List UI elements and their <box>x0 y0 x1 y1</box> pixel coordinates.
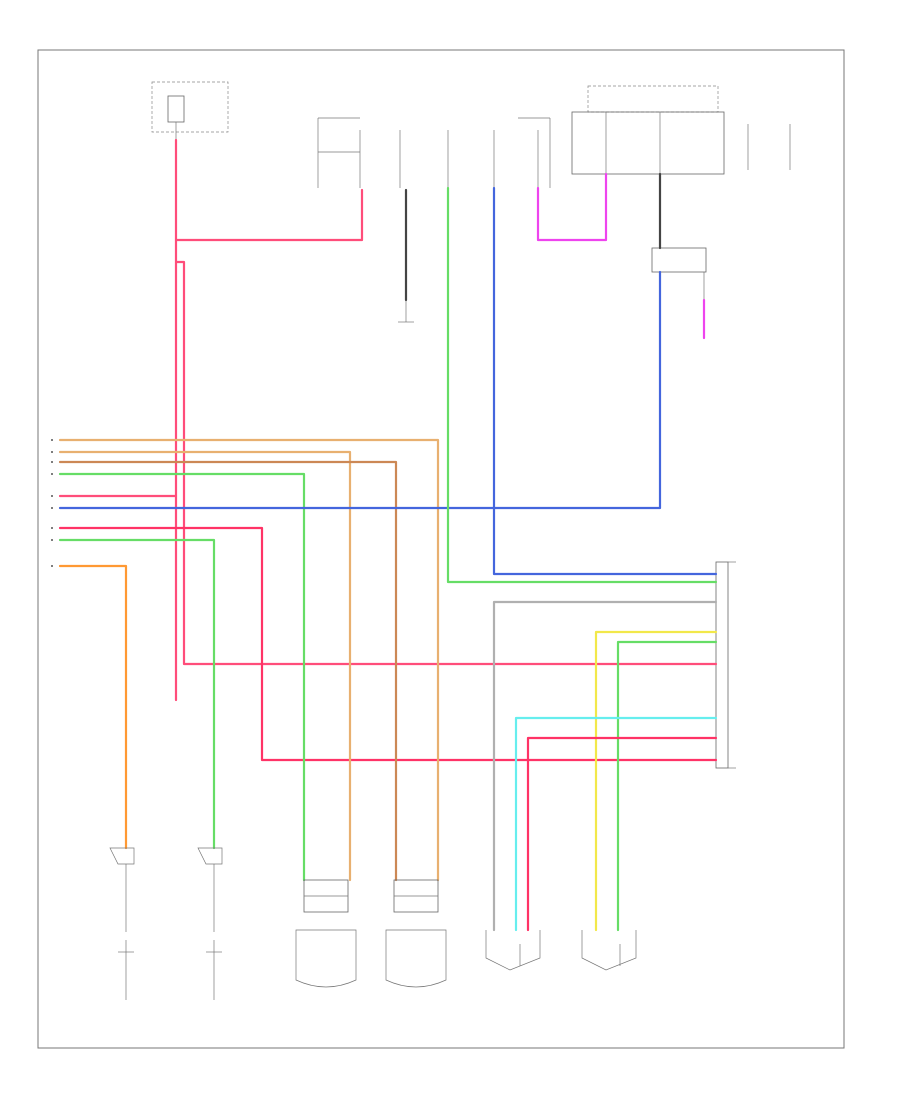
wire-tan-452 <box>58 450 352 882</box>
wire-pink-fuse-down <box>174 138 718 702</box>
wire-yellow <box>594 630 718 932</box>
wire-blue-top <box>492 186 718 576</box>
wire-brown-462 <box>58 460 398 882</box>
seat-sensor-right <box>651 247 707 300</box>
inflator-module-2 <box>385 879 447 988</box>
wire-green-474 <box>58 472 306 882</box>
buckle-switch-left <box>109 847 135 1000</box>
wire-magenta-loop <box>536 172 608 242</box>
wire-blue-508 <box>58 270 662 510</box>
fuse-block-top-left <box>151 81 229 140</box>
buckle-switch-right <box>197 847 223 1000</box>
airbag-module-top <box>317 117 551 188</box>
left-connector-pins <box>51 439 53 567</box>
wire-cyan <box>514 716 718 932</box>
wire-red-528 <box>58 526 718 762</box>
sensor-bottom-2 <box>581 930 637 971</box>
wire-red-module <box>526 736 718 932</box>
inflator-module-1 <box>295 879 357 988</box>
wire-green-540 <box>58 538 216 850</box>
wire-green-top <box>446 186 718 584</box>
wire-gray-module <box>492 600 718 932</box>
sensor-bottom-1 <box>485 930 541 971</box>
ground-center <box>398 300 414 323</box>
wire-tan-440 <box>58 438 440 882</box>
diagram-border <box>37 49 845 1049</box>
wire-orange-566 <box>58 564 128 850</box>
passenger-sensor-top-right <box>571 85 791 175</box>
wire-green-module <box>616 640 718 932</box>
airbag-module-connector-right <box>715 561 736 769</box>
wire-pink-branch-top <box>174 188 364 242</box>
wires <box>58 138 718 932</box>
